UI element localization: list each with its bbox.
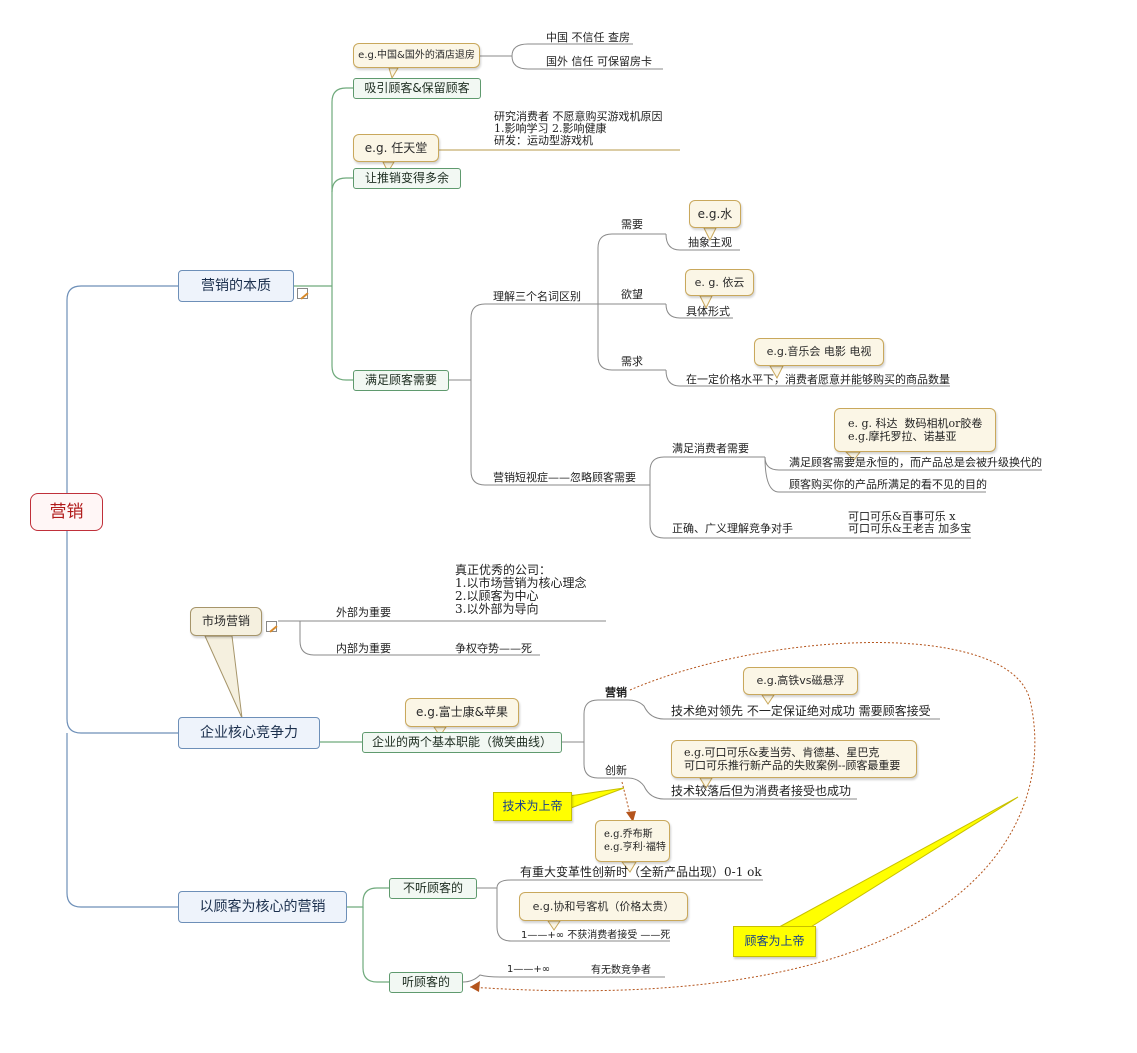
label-needs-eternal: 满足顾客需要是永恒的，而产品总是会被升级换代的 — [789, 456, 1042, 469]
label-countless-competitors: 有无数竞争者 — [591, 965, 651, 976]
node-listen[interactable]: 听顾客的 — [389, 972, 463, 993]
branch-core-competence[interactable]: 企业核心竞争力 — [178, 717, 320, 749]
label-internal-important: 内部为重要 — [336, 642, 391, 655]
note-hotel-example[interactable]: e.g.中国&国外的酒店退房 — [353, 43, 480, 68]
note-icon[interactable] — [297, 288, 308, 299]
label-marketing-myopia: 营销短视症——忽略顾客需要 — [493, 471, 636, 484]
note-nintendo-example[interactable]: e.g. 任天堂 — [353, 134, 439, 162]
node-two-functions[interactable]: 企业的两个基本职能（微笑曲线） — [362, 732, 562, 753]
branch-essence[interactable]: 营销的本质 — [178, 270, 294, 302]
label-understand-competitors: 正确、广义理解竞争对手 — [672, 522, 793, 535]
branch-customer-centric[interactable]: 以顾客为核心的营销 — [178, 891, 347, 923]
label-concrete: 具体形式 — [686, 305, 730, 318]
label-china-hotel: 中国 不信任 查房 — [546, 31, 630, 44]
label-external-important: 外部为重要 — [336, 606, 391, 619]
note-water-example[interactable]: e.g.水 — [689, 200, 741, 228]
note-kodak-example[interactable]: e. g. 科达 数码相机or胶卷 e.g.摩托罗拉、诺基亚 — [834, 408, 996, 452]
label-one-to-infinity: 1——+∞ — [507, 964, 551, 975]
label-disruptive-innovation: 有重大变革性创新时（全新产品出现）0-1 ok — [520, 865, 762, 879]
label-excellent-companies: 真正优秀的公司： 1.以市场营销为核心理念 2.以顾客为中心 3.以外部为导向 — [455, 563, 587, 616]
node-satisfy-needs[interactable]: 满足顾客需要 — [353, 370, 449, 391]
node-attract-customers[interactable]: 吸引顾客&保留顾客 — [353, 78, 481, 99]
callout-customer-is-god[interactable]: 顾客为上帝 — [733, 926, 816, 957]
label-innovation: 创新 — [605, 764, 627, 777]
label-need: 需要 — [621, 218, 643, 231]
label-nintendo-detail: 研究消费者 不愿意购买游戏机原因 1.影响学习 2.影响健康 研发：运动型游戏机 — [494, 110, 663, 147]
label-abstract: 抽象主观 — [688, 236, 732, 249]
label-tech-lead: 技术绝对领先 不一定保证绝对成功 需要顾客接受 — [671, 704, 931, 718]
note-foxconn-example[interactable]: e.g.富士康&苹果 — [405, 698, 519, 727]
note-coke-mcd-example[interactable]: e.g.可口可乐&麦当劳、肯德基、星巴克 可口可乐推行新产品的失败案例--顾客最… — [671, 740, 917, 778]
label-invisible-purpose: 顾客购买你的产品所满足的看不见的目的 — [789, 478, 987, 491]
note-jobs-ford-example[interactable]: e.g.乔布斯 e.g.亨利·福特 — [595, 820, 670, 862]
label-power-struggle: 争权夺势——死 — [455, 642, 532, 655]
label-abroad-hotel: 国外 信任 可保留房卡 — [546, 55, 652, 68]
note-icon[interactable] — [266, 621, 277, 632]
label-tech-behind: 技术较落后但为消费者接受也成功 — [671, 784, 852, 798]
root-node[interactable]: 营销 — [30, 493, 103, 531]
label-marketing: 营销 — [605, 686, 627, 699]
label-coke-competitors: 可口可乐&百事可乐 x 可口可乐&王老吉 加多宝 — [848, 510, 972, 535]
label-demand-definition: 在一定价格水平下，消费者愿意并能够购买的商品数量 — [686, 373, 950, 386]
node-make-selling-redundant[interactable]: 让推销变得多余 — [353, 168, 461, 189]
callout-technology-is-god[interactable]: 技术为上帝 — [493, 792, 572, 821]
label-not-accepted: 1——+∞ 不获消费者接受 ——死 — [521, 930, 671, 941]
label-three-terms: 理解三个名词区别 — [493, 290, 581, 303]
note-concert-example[interactable]: e.g.音乐会 电影 电视 — [754, 338, 884, 366]
label-want: 欲望 — [621, 288, 643, 301]
note-rail-example[interactable]: e.g.高铁vs磁悬浮 — [743, 667, 858, 695]
label-satisfy-consumer: 满足消费者需要 — [672, 442, 749, 455]
node-not-listen[interactable]: 不听顾客的 — [389, 878, 477, 899]
note-concorde-example[interactable]: e.g.协和号客机（价格太贵） — [519, 892, 688, 921]
note-evian-example[interactable]: e. g. 依云 — [685, 269, 754, 296]
label-demand: 需求 — [621, 355, 643, 368]
callout-marketing[interactable]: 市场营销 — [190, 607, 262, 636]
